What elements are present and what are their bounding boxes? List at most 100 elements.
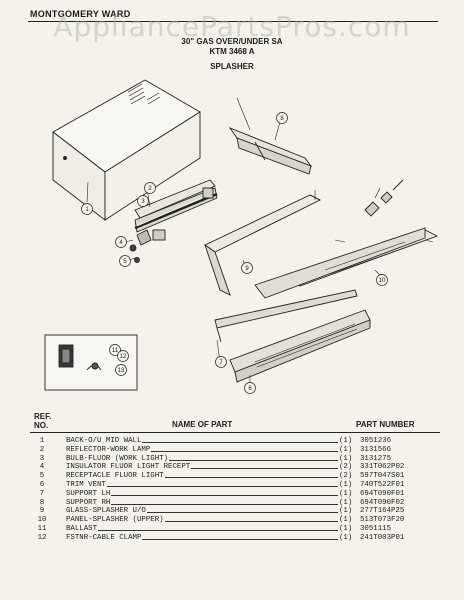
part-quantity: (1) bbox=[338, 445, 354, 454]
part-number: 694T090F01 bbox=[360, 489, 405, 498]
ballast-clamp-parts bbox=[364, 179, 404, 217]
section-title: SPLASHER bbox=[210, 62, 254, 71]
ref-number: 1 bbox=[39, 437, 45, 445]
callout-4: 4 bbox=[115, 236, 127, 248]
svg-text:9: 9 bbox=[245, 266, 249, 272]
ref-number: 9 bbox=[39, 507, 45, 516]
svg-text:8: 8 bbox=[280, 116, 284, 122]
part-name: SUPPORT RH bbox=[66, 498, 112, 507]
ref-number: 5 bbox=[39, 472, 45, 481]
leader-line bbox=[66, 529, 340, 531]
leader-line bbox=[66, 521, 340, 523]
part-quantity: (1) bbox=[338, 454, 354, 463]
part-name: BACK-O/U MID WALL bbox=[66, 437, 143, 445]
part-quantity: (1) bbox=[338, 533, 354, 542]
part-quantity: (1) bbox=[338, 489, 354, 498]
support-rh-part bbox=[228, 127, 313, 175]
upper-panel-splasher-part bbox=[254, 227, 439, 299]
part-number: 513T073F20 bbox=[360, 516, 405, 525]
callout-6: 6 bbox=[244, 382, 256, 394]
part-name-header: NAME OF PART bbox=[172, 420, 233, 429]
part-name: GLASS-SPLASHER U/O bbox=[66, 507, 147, 516]
part-name: REFLECTOR-WORK LAMP bbox=[66, 445, 152, 454]
part-number: 3051236 bbox=[360, 437, 392, 445]
diagram-title: 30" GAS OVER/UNDER SA bbox=[181, 37, 283, 46]
part-name: SUPPORT LH bbox=[66, 489, 112, 498]
part-quantity: (1) bbox=[338, 507, 354, 516]
table-row: 4 INSULATOR FLUOR LIGHT RECEPT (2) 331T062P… bbox=[30, 463, 440, 472]
callout-11: 11 bbox=[109, 344, 121, 356]
callout-8: 8 bbox=[276, 112, 288, 124]
part-name: RECEPTACLE FLUOR LIGHT bbox=[66, 472, 165, 481]
table-row: 5 RECEPTACLE FLUOR LIGHT (2) 597T047S01 bbox=[30, 472, 440, 481]
leader-line bbox=[66, 538, 340, 540]
ref-number: 2 bbox=[39, 445, 45, 454]
leader-line bbox=[66, 468, 340, 470]
support-lh-part bbox=[214, 289, 358, 343]
header-divider bbox=[28, 21, 438, 22]
callout-5: 5 bbox=[119, 255, 131, 267]
part-number-header: PART NUMBER bbox=[356, 420, 415, 429]
model-number: KTM 3468 A bbox=[209, 47, 255, 56]
callout-9: 9 bbox=[241, 262, 253, 274]
table-row: 8 SUPPORT RH (1) 694T090F02 bbox=[30, 498, 440, 508]
svg-text:11: 11 bbox=[112, 348, 119, 354]
part-number: 3051115 bbox=[360, 524, 392, 533]
part-number: 740T522F01 bbox=[360, 480, 405, 489]
ref-number: 12 bbox=[37, 533, 47, 542]
leader-line bbox=[66, 450, 340, 452]
callout-2: 2 bbox=[144, 182, 156, 194]
back-mid-wall-part bbox=[52, 79, 201, 221]
svg-text:10: 10 bbox=[379, 278, 386, 284]
table-row: 3 BULB-FLUOR (WORK LIGHT) (1) 3131275 bbox=[30, 454, 440, 464]
leader-line bbox=[66, 494, 340, 496]
leader-line bbox=[66, 442, 340, 443]
brand-label: MONTGOMERY WARD bbox=[30, 9, 131, 19]
part-name: FSTNR-CABLE CLAMP bbox=[66, 533, 143, 542]
ref-number: 4 bbox=[39, 463, 45, 472]
glass-splasher-part bbox=[204, 194, 322, 296]
leader-line bbox=[66, 503, 340, 505]
parts-list: 1 BACK-O/U MID WALL (1) 3051236 2 REFLECTOR-W… bbox=[30, 437, 440, 543]
callout-13: 13 bbox=[115, 364, 127, 376]
ref-number: 8 bbox=[39, 498, 45, 507]
part-number: 694T090F02 bbox=[360, 498, 405, 507]
ref-no-header: REF. NO. bbox=[34, 412, 52, 430]
part-name: INSULATOR FLUOR LIGHT RECEPT bbox=[66, 463, 192, 472]
trim-vent-part bbox=[229, 309, 371, 383]
table-divider bbox=[30, 432, 440, 433]
svg-text:2: 2 bbox=[148, 186, 152, 192]
part-quantity: (1) bbox=[338, 480, 354, 489]
part-quantity: (1) bbox=[338, 437, 354, 445]
part-number: 331T062P02 bbox=[360, 463, 405, 472]
part-number: 597T047S01 bbox=[360, 472, 405, 481]
exploded-parts-diagram: 1 2 3 4 5 6 7 8 9 10 11 12 13 bbox=[44, 79, 439, 394]
inset-detail-box bbox=[44, 334, 138, 391]
part-name: TRIM VENT bbox=[66, 480, 107, 489]
part-quantity: (1) bbox=[338, 498, 354, 507]
svg-text:6: 6 bbox=[248, 386, 252, 392]
callout-7: 7 bbox=[215, 356, 227, 368]
part-name: BULB-FLUOR (WORK LIGHT) bbox=[66, 454, 170, 463]
table-row: 9 GLASS-SPLASHER U/O (1) 277T164P25 bbox=[30, 507, 440, 516]
part-quantity: (2) bbox=[338, 463, 354, 472]
part-number: 3131566 bbox=[360, 445, 392, 454]
part-quantity: (2) bbox=[338, 472, 354, 481]
svg-text:3: 3 bbox=[141, 199, 145, 205]
part-number: 3131275 bbox=[360, 454, 392, 463]
leader-line bbox=[66, 477, 340, 479]
callout-12: 12 bbox=[117, 350, 129, 362]
leader-line bbox=[66, 459, 340, 461]
ref-number: 3 bbox=[39, 454, 45, 463]
part-quantity: (1) bbox=[338, 524, 354, 533]
svg-text:4: 4 bbox=[119, 240, 123, 246]
table-row: 1 BACK-O/U MID WALL (1) 3051236 bbox=[30, 437, 440, 446]
callout-3: 3 bbox=[137, 195, 149, 207]
svg-text:12: 12 bbox=[120, 354, 127, 360]
part-number: 277T164P25 bbox=[360, 507, 405, 516]
ref-number: 11 bbox=[37, 524, 47, 533]
